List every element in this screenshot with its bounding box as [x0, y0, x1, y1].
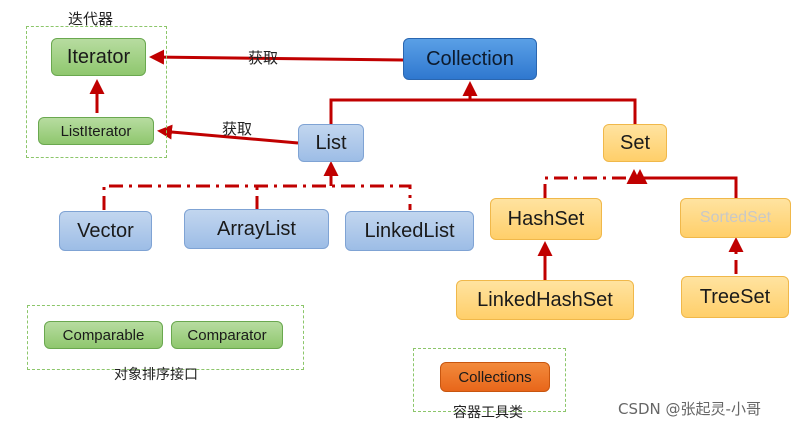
edge-list-implementations — [102, 184, 412, 210]
iterator-group-title: 迭代器 — [68, 10, 114, 28]
listiterator-node: ListIterator — [38, 117, 154, 145]
sortedset-node: SortedSet — [680, 198, 791, 238]
linkedlist-node: LinkedList — [345, 211, 474, 251]
edge-list-set-collection — [329, 98, 637, 124]
edge-label-list-listiterator: 获取 — [222, 120, 253, 138]
linkedhashset-node: LinkedHashSet — [456, 280, 634, 320]
set-node: Set — [603, 124, 667, 162]
collections-group — [413, 348, 566, 412]
edge-sortedset-set — [632, 169, 738, 198]
collections-node: Collections — [440, 362, 550, 392]
watermark: CSDN @张起灵-小哥 — [618, 400, 761, 418]
vector-node: Vector — [59, 211, 152, 251]
compare-group — [27, 305, 304, 370]
edge-hashset-set — [543, 169, 642, 198]
treeset-node: TreeSet — [681, 276, 789, 318]
edge-list-listiterator — [157, 124, 299, 145]
hashset-node: HashSet — [490, 198, 602, 240]
collections-group-title: 容器工具类 — [453, 405, 523, 421]
iterator-node: Iterator — [51, 38, 146, 76]
comparator-node: Comparator — [171, 321, 283, 349]
compare-group-title: 对象排序接口 — [114, 367, 198, 383]
arraylist-node: ArrayList — [184, 209, 329, 249]
list-node: List — [298, 124, 364, 162]
edge-label-collection-iterator: 获取 — [248, 49, 279, 67]
collection-node: Collection — [403, 38, 537, 80]
iterator-group — [26, 26, 167, 158]
edge-collection-iterator — [149, 49, 404, 65]
comparable-node: Comparable — [44, 321, 163, 349]
